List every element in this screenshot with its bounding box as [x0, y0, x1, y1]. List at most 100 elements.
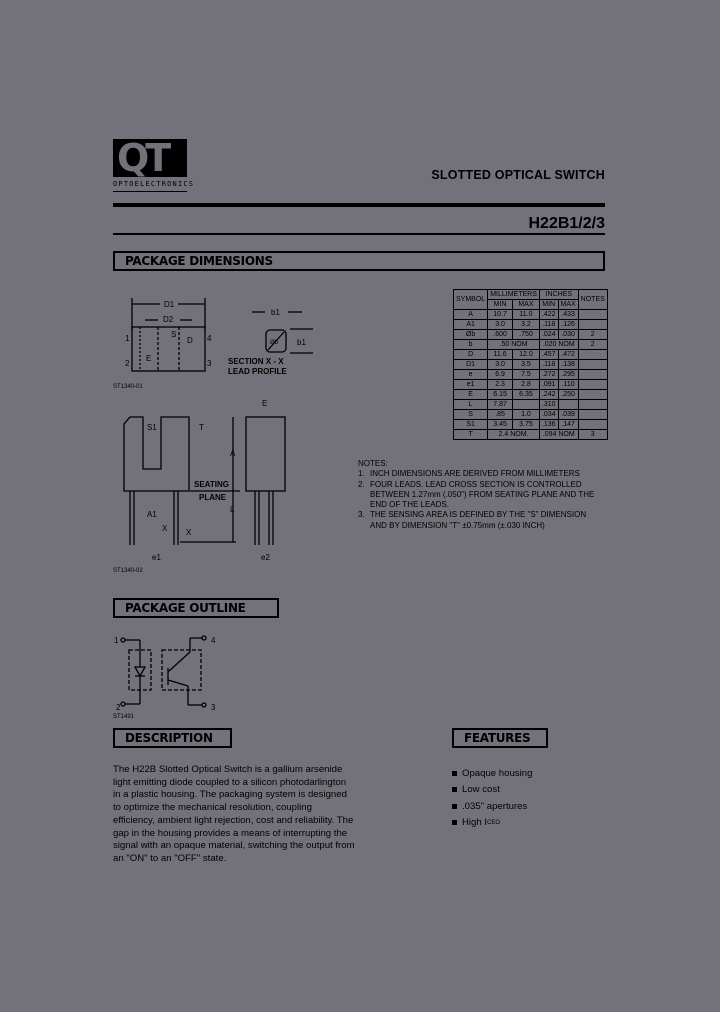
section-description: DESCRIPTION: [113, 728, 232, 748]
lead-profile-caption: SECTION X - X: [228, 357, 284, 366]
description-line: gap in the housing provides a means of i…: [113, 827, 348, 839]
pin-label-4: 4: [207, 334, 212, 343]
table-cell: .094 NOM: [538, 429, 579, 440]
pin-label-1: 1: [114, 636, 119, 645]
dim-label-a: A: [230, 449, 236, 458]
feature-text: Low cost: [462, 784, 500, 796]
table-cell: 3.2: [512, 319, 540, 330]
lead-profile-drawing: b1 b1 Øb SECTION X - X LEAD PROFILE: [228, 308, 313, 376]
plane-label: PLANE: [199, 493, 227, 502]
note-number: 2.: [358, 479, 365, 489]
dim-label-a1: A1: [147, 510, 157, 519]
table-cell: b: [452, 339, 489, 350]
table-cell: .024: [538, 329, 559, 340]
description-line: light emitting diode coupled to a silico…: [113, 776, 347, 788]
table-cell: A1: [452, 319, 489, 330]
table-cell: S1: [452, 419, 489, 430]
table-cell: .039: [557, 409, 579, 420]
header-millimeters: MILLIMETERS: [487, 289, 540, 300]
description-text: The H22B Slotted Optical Switch is a gal…: [113, 764, 358, 866]
table-cell: 2: [577, 339, 608, 350]
drawing-ref: ST1340-01: [113, 384, 143, 390]
note-text: BETWEEN 1.27mm (.050") FROM SEATING PLAN…: [370, 489, 595, 499]
part-number: H22B1/2/3: [528, 215, 606, 232]
table-cell: .034: [538, 409, 559, 420]
table-cell: [577, 409, 608, 420]
dim-label-d1: D1: [164, 300, 175, 309]
bullet-icon: [452, 803, 457, 809]
table-cell: .250: [557, 389, 579, 400]
pin-label-2: 2: [125, 359, 130, 368]
note-number: 1.: [358, 469, 365, 479]
seating-label: SEATING: [194, 480, 229, 489]
note-line: AND BY DIMENSION "T" ±0.75mm (±.030 INCH…: [358, 521, 594, 531]
dim-label-b: Øb: [270, 340, 279, 346]
table-cell: 11.6: [487, 349, 513, 360]
table-cell: .136: [538, 419, 559, 430]
table-cell: 2: [577, 329, 608, 340]
dim-label-e1: e1: [152, 553, 161, 562]
table-cell: S: [452, 409, 489, 420]
qt-optoelectronics-logo: QT OPTOELECTRONICS: [113, 136, 193, 193]
table-cell: 3: [577, 429, 608, 440]
table-cell: [577, 399, 608, 410]
section-mark-x: X: [186, 528, 192, 537]
note-line: 1.INCH DIMENSIONS ARE DERIVED FROM MILLI…: [358, 469, 594, 479]
logo-subtitle: OPTOELECTRONICS: [113, 180, 193, 192]
note-line: END OF THE LEADS.: [358, 500, 594, 510]
table-cell: 3.75: [512, 419, 540, 430]
note-text: AND BY DIMENSION "T" ±0.75mm (±.030 INCH…: [370, 520, 545, 530]
table-cell: 7.87: [487, 399, 513, 410]
drawing-ref: ST1340-02: [113, 568, 143, 574]
side-view-drawing: S1 T A A1 L X X e1 E e2 SEATING PLANE ST…: [113, 399, 286, 574]
dim-label-s1: S1: [147, 423, 157, 432]
description-line: The H22B Slotted Optical Switch is a gal…: [113, 764, 343, 775]
table-cell: .272: [538, 369, 559, 380]
header-symbol: SYMBOL: [452, 289, 489, 310]
header-min: MIN: [487, 299, 513, 310]
table-cell: L: [452, 399, 489, 410]
feature-subscript: CEO: [487, 819, 501, 826]
table-cell: 6.15: [487, 389, 513, 400]
table-cell: [577, 389, 608, 400]
table-cell: .422: [538, 309, 559, 320]
table-cell: .85: [487, 409, 513, 420]
label-detector: D: [187, 336, 193, 345]
section-title: PACKAGE OUTLINE: [125, 601, 246, 615]
table-cell: .242: [538, 389, 559, 400]
note-line: BETWEEN 1.27mm (.050") FROM SEATING PLAN…: [358, 490, 594, 500]
table-cell: [577, 379, 608, 390]
description-line: to optimize the mechanical resolution, c…: [113, 802, 312, 814]
features-list: Opaque housing Low cost .035" apertures …: [452, 765, 532, 831]
top-view-drawing: D1 D2 S E D 1 2 3 4 ST1340-01: [113, 298, 212, 390]
dim-label-e: E: [262, 399, 267, 408]
header-rule-lower: [113, 233, 605, 235]
table-cell: .472: [557, 349, 579, 360]
table-cell: .020 NOM: [538, 339, 579, 350]
feature-text: .035" apertures: [462, 800, 528, 812]
label-emitter: E: [146, 354, 151, 363]
table-cell: .126: [557, 319, 579, 330]
note-line: 2.FOUR LEADS. LEAD CROSS SECTION IS CONT…: [358, 480, 594, 490]
note-number: 3.: [358, 510, 365, 520]
header-inches: INCHES: [538, 289, 579, 300]
table-cell: D1: [452, 359, 489, 370]
notes-title: NOTES:: [358, 459, 388, 468]
bullet-icon: [452, 820, 457, 826]
dimensions-table: SYMBOL MILLIMETERS INCHES NOTES MIN MAX …: [452, 289, 608, 440]
table-cell: .147: [557, 419, 579, 430]
package-outline-schematic: 1 2 3 4 ST1491: [113, 635, 216, 720]
table-cell: [557, 399, 579, 410]
table-cell: .433: [557, 309, 579, 320]
note-number: [358, 500, 370, 510]
bullet-icon: [452, 787, 457, 793]
table-cell: [577, 419, 608, 430]
table-cell: [577, 359, 608, 370]
